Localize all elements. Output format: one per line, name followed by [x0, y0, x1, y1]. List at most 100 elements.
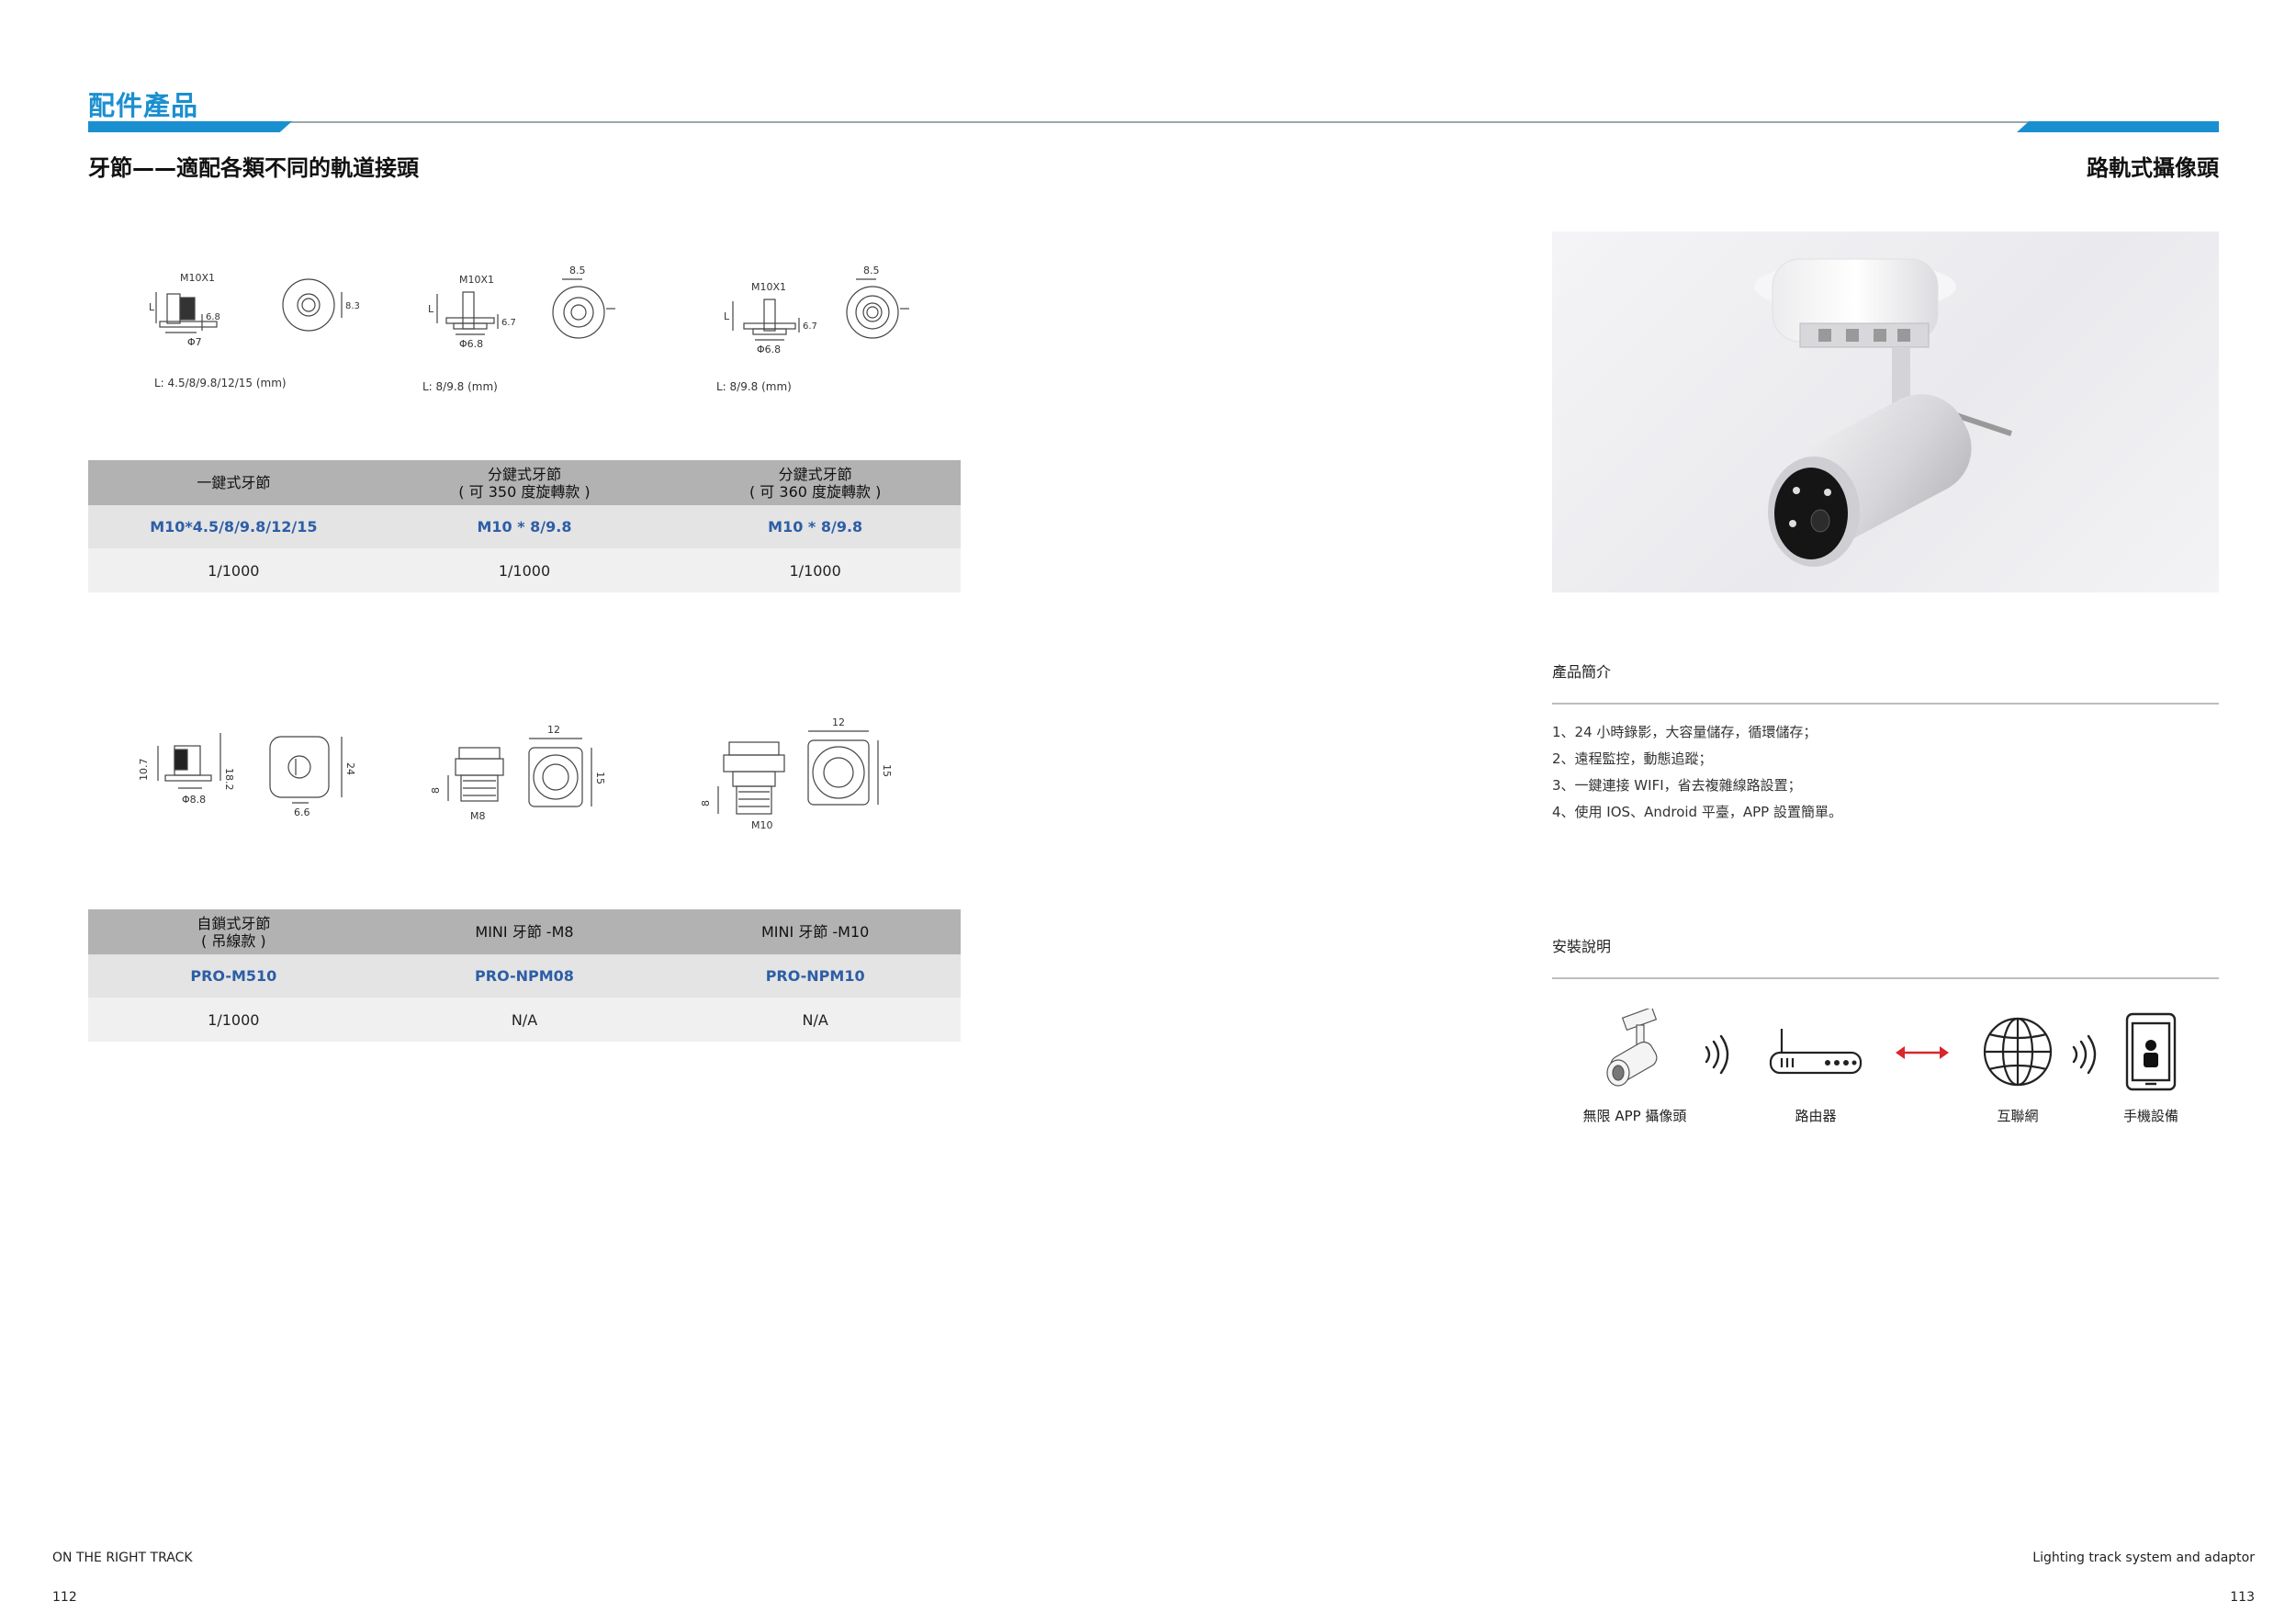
drawing-1-3-thread: M10X1 [751, 281, 786, 293]
spec-table-1: 一鍵式牙節 分鍵式牙節( 可 350 度旋轉款 ) 分鍵式牙節( 可 360 度… [88, 460, 961, 592]
drawing-1-3-dim-h: 6.7 [803, 321, 817, 332]
phone-icon [2125, 1012, 2177, 1091]
globe-icon [1983, 1017, 2053, 1087]
drawing-1-1-svg: M10X1 L 6.8 8.3 Φ7 [149, 272, 360, 348]
drawing-2-1-dim-b: 18.2 [223, 768, 235, 791]
table-header-row: 一鍵式牙節 分鍵式牙節( 可 350 度旋轉款 ) 分鍵式牙節( 可 360 度… [88, 460, 961, 505]
header-rule [88, 121, 2219, 123]
model-cell: PRO-M510 [88, 954, 379, 998]
section-title: 配件產品 [88, 90, 199, 121]
drawing-1-2-dim-d: 8.5 [569, 266, 586, 276]
drawing-2-3-dim-l: 8 [700, 800, 712, 806]
table-header-cell: 分鍵式牙節( 可 360 度旋轉款 ) [670, 460, 961, 505]
product-intro-heading: 產品簡介 [1552, 663, 1612, 681]
table-header-cell: 自鎖式牙節( 吊線款 ) [88, 909, 379, 954]
drawing-2-2-dim-h: 15 [594, 772, 606, 784]
quantity-cell: 1/1000 [88, 998, 379, 1042]
drawing-1-2-dim-l: L [428, 303, 434, 315]
wifi-signal-icon [1705, 1034, 1729, 1075]
drawing-2-1: 10.7 18.2 24 Φ8.8 6.6 [138, 726, 367, 827]
drawing-1-2-dim-phi: Φ6.8 [459, 338, 483, 350]
feature-item: 3、一鍵連接 WIFI，省去複雜線路設置； [1552, 777, 1802, 794]
track-camera-illustration [1754, 258, 2012, 567]
install-divider [1552, 977, 2219, 979]
feature-item: 1、24 小時錄影，大容量儲存，循環儲存； [1552, 724, 1818, 740]
drawing-1-3-dim-phi: Φ6.8 [757, 344, 781, 355]
quantity-cell: N/A [670, 998, 961, 1042]
drawing-1-2-thread: M10X1 [459, 274, 494, 286]
table-row-quantity: 1/1000 1/1000 1/1000 [88, 548, 961, 592]
table-header-cell: 分鍵式牙節( 可 350 度旋轉款 ) [378, 460, 670, 505]
drawing-2-2-dim-w: 12 [547, 724, 560, 736]
drawing-1-1-dim-phi: Φ7 [187, 336, 202, 348]
feature-item: 2、遠程監控，動態追蹤； [1552, 750, 1713, 767]
drawing-1-2: M10X1 L 6.7 8.5 Φ6.8 L: 8/9.8 (mm) [422, 265, 634, 393]
drawing-1-1-dim-l: L [149, 301, 155, 313]
footer-left-text: ON THE RIGHT TRACK [52, 1551, 193, 1565]
quantity-cell: 1/1000 [378, 548, 670, 592]
table-row-model: PRO-M510 PRO-NPM08 PRO-NPM10 [88, 954, 961, 998]
flow-label-phone: 手機設備 [2122, 1108, 2178, 1124]
drawing-2-2-svg: 12 15 8 M8 [430, 724, 606, 822]
quantity-cell: 1/1000 [670, 548, 961, 592]
install-flow: 無限 APP 攝像頭 路由器 互聯網 手機設備 [1552, 1001, 2219, 1139]
drawing-1-3-caption: L: 8/9.8 (mm) [716, 380, 792, 393]
feature-list: 1、24 小時錄影，大容量儲存，循環儲存； 2、遠程監控，動態追蹤； 3、一鍵連… [1552, 719, 1842, 826]
model-cell: M10 * 8/9.8 [670, 505, 961, 548]
drawing-2-2-dim-thread: M8 [470, 810, 486, 822]
drawing-2-2-dim-l: 8 [432, 787, 442, 794]
right-subtitle: 路軌式攝像頭 [2087, 155, 2219, 181]
spec-table-2: 自鎖式牙節( 吊線款 ) MINI 牙節 -M8 MINI 牙節 -M10 PR… [88, 909, 961, 1042]
drawing-2-3-dim-h: 15 [881, 764, 893, 777]
drawing-1-1-dim-d: 8.3 [345, 301, 360, 311]
drawing-2-3-dim-w: 12 [832, 716, 845, 728]
product-photo [1552, 231, 2219, 592]
drawing-2-1-dim-c: 24 [344, 762, 356, 775]
router-icon [1769, 1029, 1863, 1075]
model-cell: PRO-NPM08 [378, 954, 670, 998]
flow-label-router: 路由器 [1795, 1108, 1837, 1124]
drawing-1-3-dim-l: L [724, 310, 730, 322]
table-header-cell: MINI 牙節 -M10 [670, 909, 961, 954]
table-header-cell: 一鍵式牙節 [88, 460, 379, 505]
drawing-1-3-svg: M10X1 L 6.7 8.5 Φ6.8 [724, 265, 909, 355]
drawing-1-2-dim-h: 6.7 [501, 318, 516, 328]
drawing-1-1-caption: L: 4.5/8/9.8/12/15 (mm) [154, 377, 287, 389]
model-cell: M10*4.5/8/9.8/12/15 [88, 505, 379, 548]
model-cell: M10 * 8/9.8 [378, 505, 670, 548]
drawing-1-3: M10X1 L 6.7 8.5 Φ6.8 L: 8/9.8 (mm) [716, 265, 928, 393]
wifi-signal-icon [2072, 1034, 2097, 1075]
drawing-1-1-thread: M10X1 [180, 272, 215, 284]
drawing-1-1-dim-h: 6.8 [206, 312, 220, 322]
drawing-2-2: 12 15 8 M8 [430, 716, 634, 836]
quantity-cell: N/A [378, 998, 670, 1042]
table-row-quantity: 1/1000 N/A N/A [88, 998, 961, 1042]
drawing-1-1: M10X1 L 6.8 8.3 Φ7 L: 4.5/8/9.8/12/15 (m… [147, 266, 386, 389]
footer-left-page-number: 112 [52, 1590, 77, 1605]
drawing-2-3-svg: 12 15 8 M10 [700, 716, 893, 831]
footer-right-text: Lighting track system and adaptor [2032, 1551, 2255, 1565]
drawing-1-2-caption: L: 8/9.8 (mm) [422, 380, 498, 393]
camera-icon [1606, 1009, 1658, 1087]
table-header-cell: MINI 牙節 -M8 [378, 909, 670, 954]
table-row-model: M10*4.5/8/9.8/12/15 M10 * 8/9.8 M10 * 8/… [88, 505, 961, 548]
bidirectional-arrow-icon [1896, 1046, 1949, 1059]
flow-label-internet: 互聯網 [1997, 1108, 2039, 1124]
drawing-2-3: 12 15 8 M10 [698, 707, 918, 836]
drawing-2-1-dim-phi: Φ8.8 [182, 794, 206, 806]
header-accent-left [88, 121, 292, 132]
footer-right-page-number: 113 [2230, 1590, 2255, 1605]
drawing-2-3-dim-thread: M10 [751, 819, 773, 831]
header-accent-right [2017, 121, 2219, 132]
model-cell: PRO-NPM10 [670, 954, 961, 998]
drawing-2-1-svg: 10.7 18.2 24 Φ8.8 6.6 [138, 733, 356, 818]
quantity-cell: 1/1000 [88, 548, 379, 592]
left-subtitle: 牙節——適配各類不同的軌道接頭 [88, 155, 419, 181]
flow-label-camera: 無限 APP 攝像頭 [1582, 1108, 1687, 1124]
install-heading: 安裝說明 [1552, 938, 1612, 955]
drawing-1-3-dim-d: 8.5 [863, 266, 880, 276]
drawing-1-2-svg: M10X1 L 6.7 8.5 Φ6.8 [428, 265, 615, 350]
table-header-row: 自鎖式牙節( 吊線款 ) MINI 牙節 -M8 MINI 牙節 -M10 [88, 909, 961, 954]
drawing-2-1-dim-a: 10.7 [138, 759, 150, 782]
intro-divider [1552, 703, 2219, 705]
